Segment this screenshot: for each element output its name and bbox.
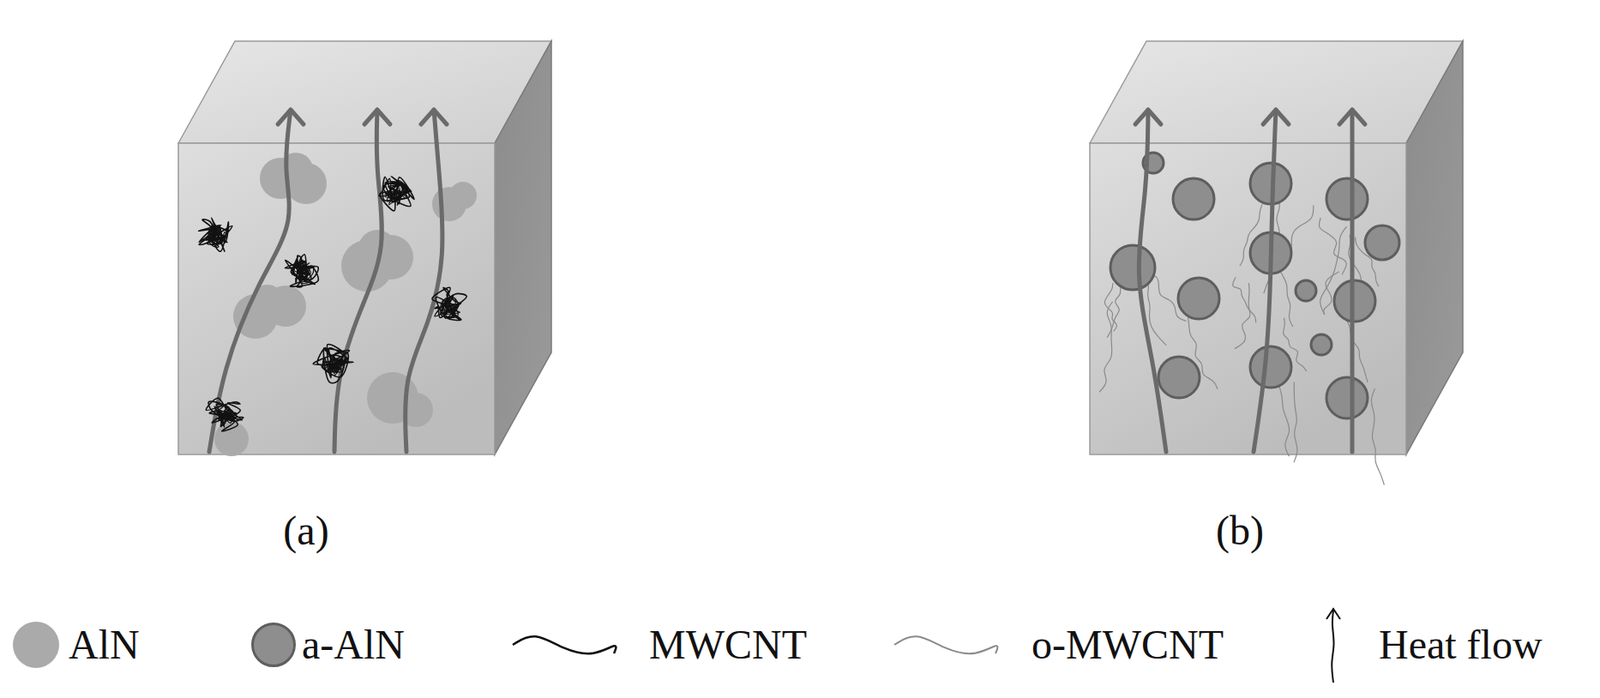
a-aln-particle (1334, 280, 1376, 322)
o-mwcnt-fiber (1234, 282, 1251, 349)
heat-flow-head (1339, 109, 1366, 125)
legend-swatch (12, 621, 60, 668)
heat-flow-head (1135, 109, 1161, 125)
o-mwcnt-fiber (1099, 301, 1113, 392)
a-aln-particle (1178, 277, 1220, 319)
mwcnt-tangle (378, 176, 415, 211)
cube-side (494, 41, 552, 455)
mwcnt-tangle (293, 259, 315, 283)
cube-a (178, 41, 552, 457)
a-aln-particle (1295, 280, 1317, 301)
o-mwcnt-fiber (1104, 282, 1117, 331)
mwcnt-tangle (205, 397, 243, 432)
panel-label: (a) (282, 505, 329, 557)
mwcnt-tangle (312, 344, 354, 384)
a-aln-particle (1311, 334, 1332, 355)
o-mwcnt-fiber (1318, 217, 1347, 275)
mwcnt-tangle (432, 287, 467, 320)
aln-particle (214, 421, 249, 457)
heat-flow-arrow (1350, 109, 1355, 452)
legend-text: o-MWCNT (1031, 619, 1224, 671)
heat-flow-head (364, 109, 391, 125)
o-mwcnt-fiber (1293, 382, 1298, 464)
aln-particle (278, 152, 313, 187)
a-aln-particle (1250, 346, 1292, 388)
legend-text: Heat flow (1378, 619, 1543, 671)
legend-text: AlN (68, 619, 140, 671)
heat-flow-head (1263, 109, 1289, 125)
aln-particle (449, 181, 477, 210)
mwcnt-tangle (440, 297, 460, 319)
a-aln-particle (1326, 377, 1368, 419)
o-mwcnt-fiber (1345, 318, 1369, 383)
cube-side (1406, 41, 1463, 455)
heat-flow-arrow (405, 109, 443, 452)
mwcnt-tangle (216, 403, 235, 426)
panel-label: (b) (1215, 505, 1264, 557)
heat-flow-head (421, 109, 447, 125)
a-aln-particle (1172, 178, 1215, 220)
cube-b (1089, 41, 1463, 486)
legend-text: MWCNT (649, 619, 807, 671)
mwcnt-tangle (324, 354, 345, 375)
legend-heat-arrow (1331, 610, 1334, 683)
a-aln-particle (1110, 245, 1155, 290)
a-aln-particle (1326, 178, 1368, 220)
a-aln-particle (1158, 356, 1200, 398)
o-mwcnt-fiber (1233, 276, 1257, 323)
cube-top (178, 41, 552, 144)
legend-line-sample (512, 636, 616, 654)
o-mwcnt-fiber (1371, 388, 1384, 485)
cube-front (1089, 143, 1407, 455)
legend-swatch (251, 622, 296, 668)
mwcnt-tangle (284, 254, 319, 288)
heat-flow-arrow (1253, 109, 1276, 452)
legend-line-sample (894, 636, 998, 654)
legend-text: a-AlN (301, 619, 405, 671)
legend-heat-head (1326, 608, 1341, 620)
mwcnt-tangle (384, 185, 407, 205)
heat-flow-arrow (1138, 109, 1167, 452)
mwcnt-tangle (206, 225, 229, 248)
heat-flow-head (277, 109, 304, 125)
mwcnt-tangle (198, 217, 232, 252)
a-aln-particle (1365, 225, 1400, 260)
heat-flow-arrow (334, 109, 382, 452)
legend-samples (512, 608, 1341, 683)
